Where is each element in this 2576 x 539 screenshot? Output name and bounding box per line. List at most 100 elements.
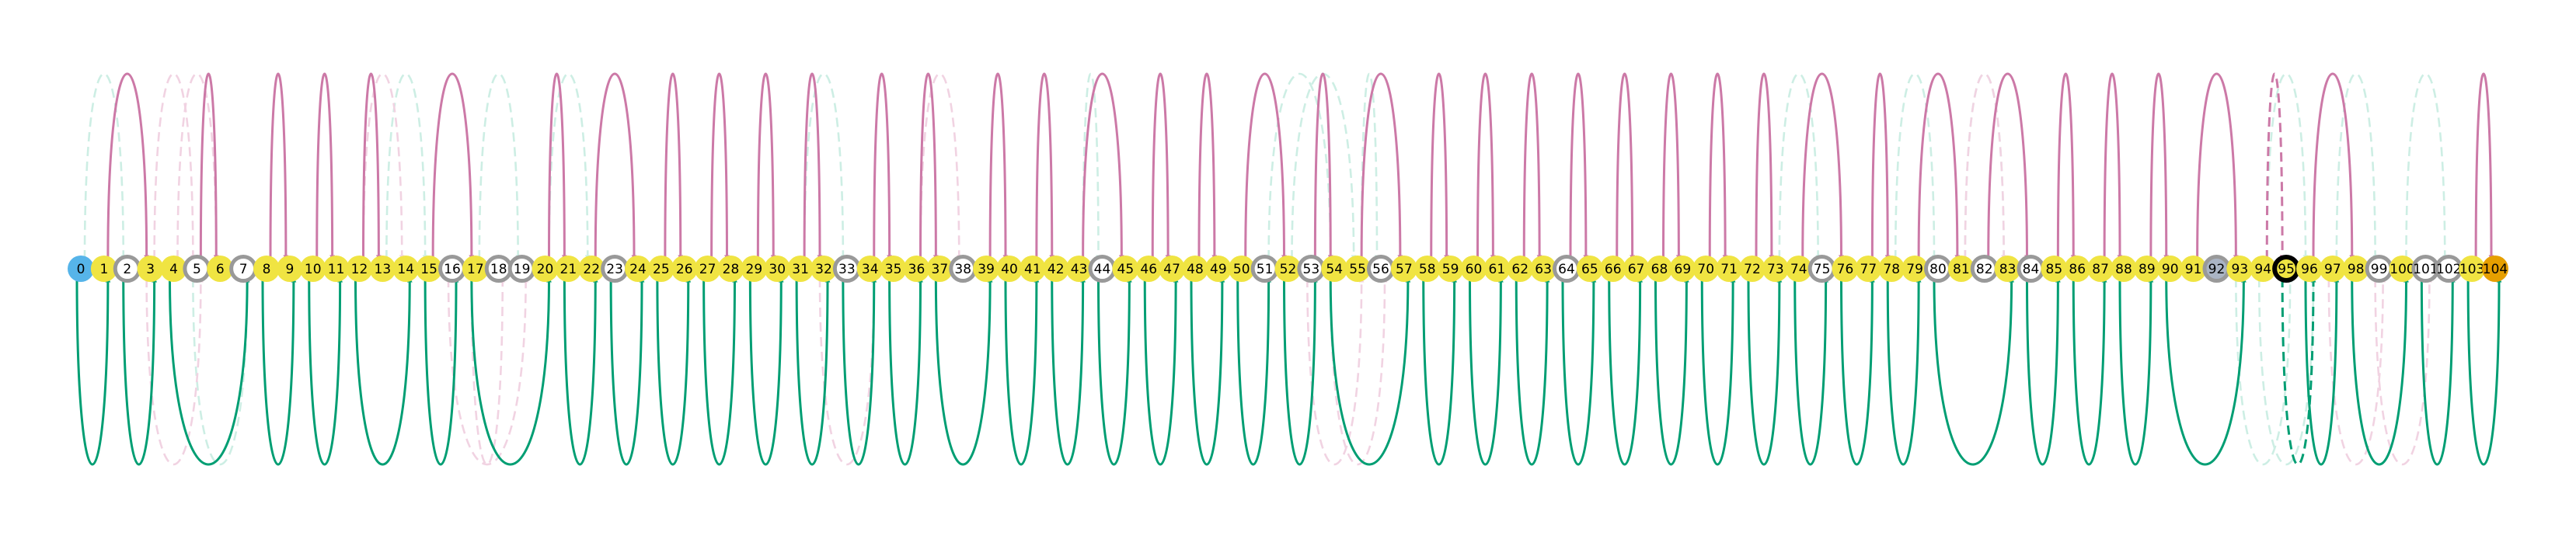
node-label: 67 [1628,262,1645,277]
node-circle [2250,256,2277,282]
node-circle [2482,256,2508,282]
node-label: 42 [1047,262,1065,277]
bottom-arc [748,276,784,466]
node-label: 47 [1163,262,1180,277]
visited-node: 16 [438,255,466,283]
node-circle [1321,256,1348,282]
faded-bottom-arc [2374,276,2432,465]
sequence-node: 14 [392,256,420,282]
sequence-node: 43 [1065,256,1093,282]
sequence-node: 63 [1530,256,1557,282]
sequence-node: 83 [1994,256,2021,282]
faded-bottom-arc [2257,276,2316,465]
faded-bottom-arc [145,276,204,465]
node-circle [90,256,117,282]
top-arc [1987,72,2030,261]
bottom-arc [2072,276,2107,466]
node-circle [1855,256,1882,282]
bottom-arc [1840,276,1875,466]
faded-top-arc [1360,72,1380,261]
node-label: 19 [514,262,531,277]
top-arc [2474,72,2494,261]
node-circle [2133,256,2160,282]
node-label: 0 [77,262,85,277]
node-label: 93 [2232,262,2249,277]
sequence-node: 22 [578,256,605,282]
node-circle [1274,256,1302,282]
node-label: 69 [1675,262,1692,277]
bottom-arc [1097,276,1132,466]
visited-node: 44 [1088,255,1117,283]
top-arc [1035,72,1055,261]
node-circle [810,256,837,282]
bottom-arc [1143,276,1179,466]
node-circle [1507,256,1534,282]
sequence-node: 40 [996,256,1023,282]
bottom-arc [261,276,297,466]
faded-top-arc [803,73,846,261]
sequence-node: 54 [1321,256,1348,282]
sequence-node: 4 [160,256,187,282]
faded-top-arc [919,73,962,261]
visited-node: 53 [1297,255,1326,283]
node-circle [671,256,698,282]
node-label: 74 [1790,262,1807,277]
node-label: 82 [1976,262,1993,277]
faded-top-arc [478,73,521,261]
top-arc [315,72,336,261]
top-arc [664,72,684,261]
sequence-node: 35 [880,256,907,282]
node-label: 53 [1303,262,1320,277]
node-circle [2296,256,2323,282]
node-label: 83 [1999,262,2017,277]
node-label: 101 [2413,262,2438,277]
sequence-node: 31 [787,256,814,282]
bottom-arc [609,276,645,466]
node-label: 2 [123,262,131,277]
node-label: 27 [699,262,716,277]
node-label: 48 [1187,262,1204,277]
sequence-node: 73 [1762,256,1789,282]
node-circle [973,256,1000,282]
sequence-node: 57 [1390,256,1417,282]
bottom-arc [424,276,459,466]
node-circle [1019,256,1046,282]
node-label: 11 [328,262,345,277]
sequence-node: 3 [137,256,164,282]
node-label: 98 [2348,262,2365,277]
sequence-node: 91 [2180,256,2207,282]
faded-top-arc [1894,73,1937,261]
node-label: 15 [420,262,437,277]
sequence-node: 29 [741,256,768,282]
sequence-node: 87 [2087,256,2114,282]
sequence-node: 78 [1878,256,1905,282]
visited-node: 64 [1553,255,1581,283]
sequence-node: 94 [2250,256,2277,282]
sequence-node: 88 [2111,256,2137,282]
bottom-arc [1515,276,1550,466]
node-circle [2319,256,2346,282]
visited-node: 18 [484,255,513,283]
sequence-node: 21 [555,256,582,282]
node-circle [1599,256,1626,282]
sequence-node: 41 [1019,256,1046,282]
top-arc [362,72,382,261]
node-label: 3 [146,262,155,277]
top-arc [1708,72,1728,261]
node-circle [2156,256,2184,282]
sequence-node: 15 [416,256,443,282]
node-circle [416,256,443,282]
sequence-node: 24 [625,256,651,282]
node-circle [462,256,489,282]
top-arc [873,72,893,261]
top-arc [1662,72,1682,261]
top-arc [2149,72,2170,261]
node-label: 51 [1257,262,1274,277]
sequence-node: 71 [1716,256,1743,282]
node-circle [996,256,1023,282]
top-arc [199,72,219,261]
node-circle [880,256,907,282]
node-label: 102 [2436,262,2461,277]
bottom-arc [1422,276,1458,466]
node-label: 36 [908,262,925,277]
